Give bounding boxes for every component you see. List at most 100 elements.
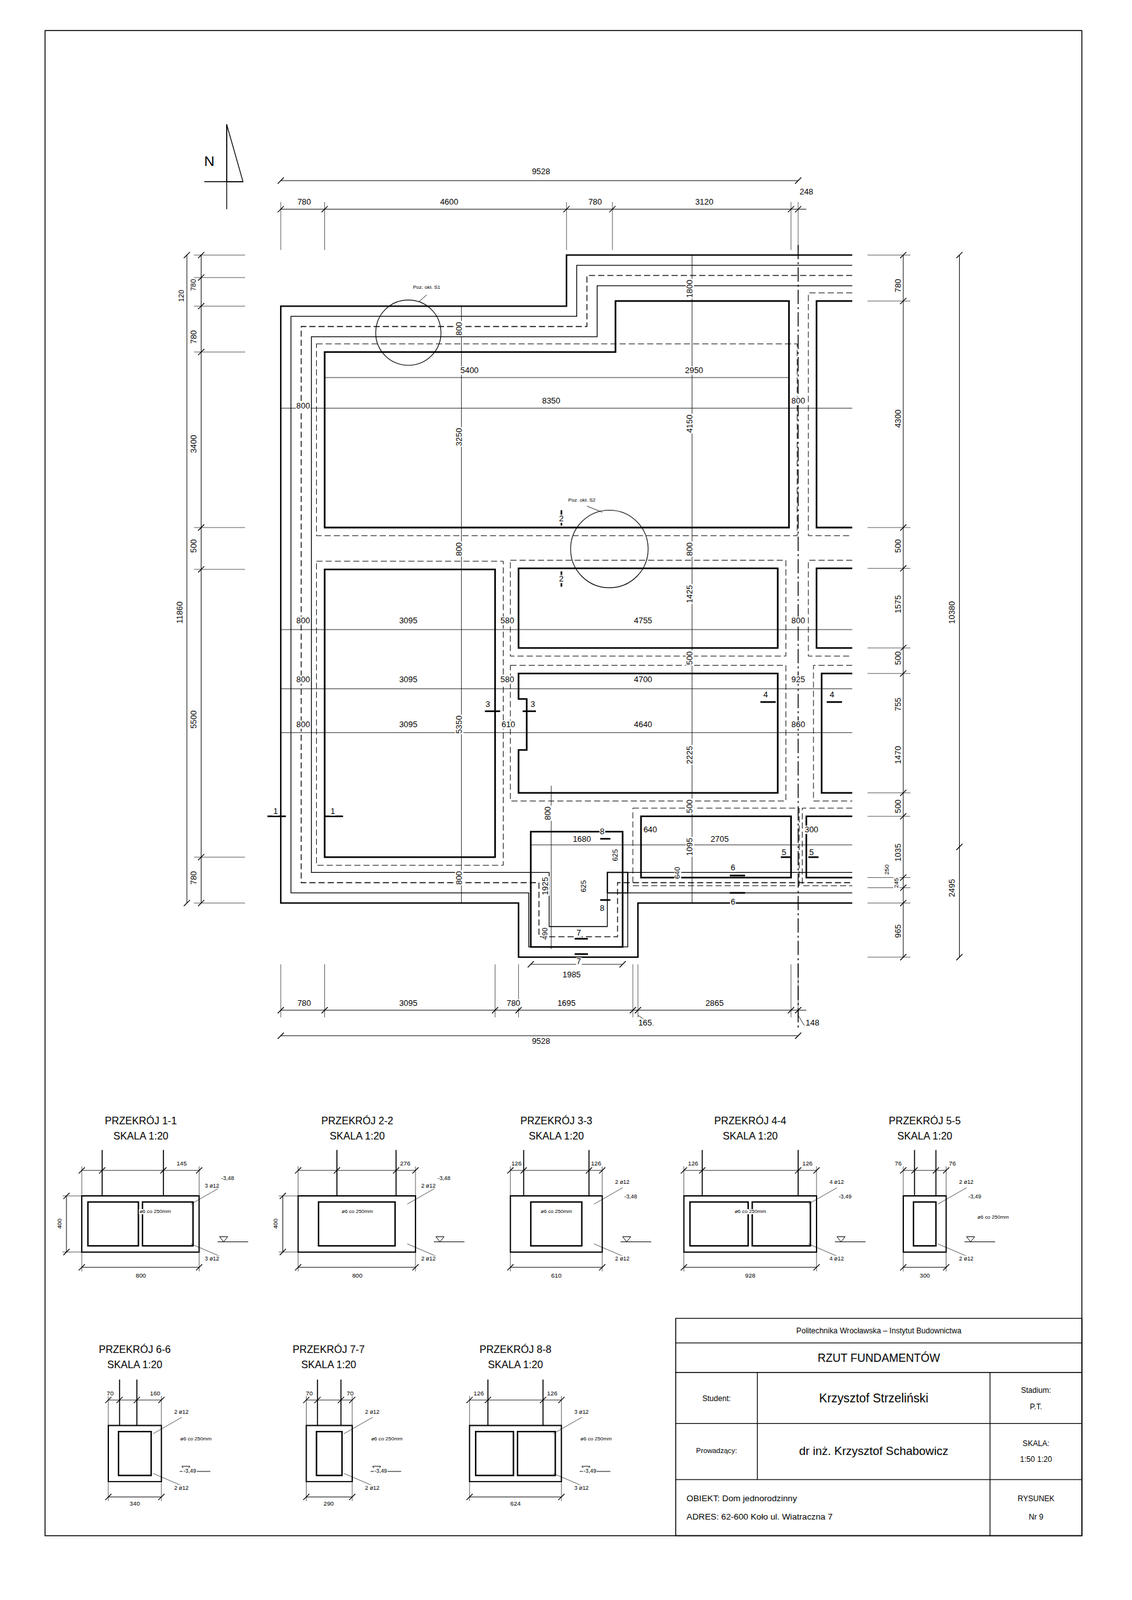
drawing-title: RZUT FUNDAMENTÓW bbox=[817, 1353, 941, 1365]
dimension-text: 780 bbox=[296, 999, 312, 1008]
drawing-label: 4 ø12 bbox=[828, 1255, 845, 1262]
dimension-text: 3095 bbox=[398, 720, 419, 730]
dimension-text: 11860 bbox=[175, 600, 184, 624]
dimension-text: 490 bbox=[541, 927, 549, 941]
drawing-label: 4 bbox=[829, 691, 835, 700]
dimension-text: 2705 bbox=[710, 834, 730, 844]
dimension-text: 500 bbox=[894, 538, 903, 554]
dimension-text: 1425 bbox=[686, 584, 695, 604]
dimension-text: 76 bbox=[894, 1160, 903, 1167]
drawing-label: SKALA 1:20 bbox=[722, 1130, 779, 1141]
drawing-label: 2 ø12 bbox=[364, 1485, 381, 1492]
drawing-label: 1 bbox=[273, 807, 279, 816]
dimension-text: 4755 bbox=[633, 616, 654, 625]
drawing-label: -3,49 bbox=[838, 1193, 853, 1200]
dimension-text: 1925 bbox=[540, 876, 550, 896]
dimension-text: 126 bbox=[687, 1160, 699, 1167]
dimension-text: 860 bbox=[790, 720, 806, 730]
dimension-text: 5350 bbox=[455, 715, 464, 735]
dimension-text: 10380 bbox=[948, 600, 957, 625]
drawing-label: SKALA 1:20 bbox=[528, 1130, 585, 1141]
drawing-label: ø6 co 250mm bbox=[138, 1209, 172, 1215]
dimension-text: 3095 bbox=[398, 675, 419, 685]
dimension-text: 1470 bbox=[894, 745, 903, 766]
drawing-label: 3 bbox=[485, 699, 491, 709]
dimension-text: 3250 bbox=[455, 426, 464, 447]
dimension-text: 1985 bbox=[561, 970, 582, 979]
drawing-label: SKALA 1:20 bbox=[300, 1359, 357, 1370]
dimension-text: 1695 bbox=[556, 999, 577, 1008]
drawing-label: PRZEKRÓJ 3-3 bbox=[519, 1115, 593, 1126]
drawing-label: 2 ø12 bbox=[614, 1179, 631, 1186]
dimension-text: 148 bbox=[805, 1018, 821, 1027]
dimension-text: 800 bbox=[544, 806, 553, 822]
dimension-text: 300 bbox=[919, 1272, 931, 1279]
dimension-text: 160 bbox=[149, 1390, 161, 1397]
dimension-text: 800 bbox=[455, 321, 464, 337]
dimension-text: 126 bbox=[473, 1390, 485, 1397]
dimension-text: 780 bbox=[506, 999, 522, 1008]
dimension-text: 1680 bbox=[572, 834, 592, 844]
drawing-label: 2 bbox=[558, 514, 565, 523]
drawing-label: Nr 9 bbox=[1028, 1512, 1044, 1521]
dimension-text: 4600 bbox=[439, 198, 460, 207]
drawing-label: 5 bbox=[808, 848, 815, 857]
dimension-text: 3095 bbox=[398, 999, 419, 1008]
dimension-text: 300 bbox=[803, 826, 820, 835]
dimension-text: 1575 bbox=[894, 594, 903, 615]
drawing-label: 4 bbox=[762, 691, 769, 700]
drawing-label: 1 bbox=[330, 807, 336, 816]
dimension-text: 8350 bbox=[541, 397, 562, 406]
dimension-text: 755 bbox=[894, 696, 903, 713]
drawing-label: 2 ø12 bbox=[420, 1183, 437, 1190]
dimension-text: 610 bbox=[501, 720, 517, 730]
dimension-text: 780 bbox=[296, 198, 312, 207]
drawing-label: PRZEKRÓJ 1-1 bbox=[104, 1115, 179, 1126]
dimension-text: 500 bbox=[686, 651, 695, 667]
dimension-text: 780 bbox=[894, 278, 903, 294]
dimension-text: 290 bbox=[323, 1500, 335, 1508]
dimension-text: 800 bbox=[295, 675, 312, 685]
drawing-label: OBIEKT: Dom jednorodzinny bbox=[686, 1494, 798, 1504]
drawing-label: 2 ø12 bbox=[958, 1255, 975, 1262]
drawing-label: SKALA 1:20 bbox=[106, 1359, 163, 1370]
drawing-label: SKALA: bbox=[1021, 1439, 1050, 1447]
drawing-label: PRZEKRÓJ 7-7 bbox=[292, 1344, 366, 1355]
drawing-label: ø6 co 250mm bbox=[976, 1214, 1010, 1221]
dimension-text: 1095 bbox=[686, 837, 695, 858]
dimension-text: 9528 bbox=[531, 167, 552, 176]
dimension-text: 76 bbox=[948, 1160, 957, 1167]
dimension-text: 500 bbox=[894, 798, 903, 815]
drawing-label: ø6 co 250mm bbox=[579, 1436, 612, 1442]
dimension-text: 780 bbox=[190, 870, 199, 886]
dimension-text: 640 bbox=[642, 826, 659, 835]
dimension-text: 145 bbox=[176, 1160, 188, 1167]
drawing-label: -3,49 bbox=[582, 1468, 597, 1475]
drawing-label: 6 bbox=[729, 863, 736, 872]
dimension-text: 248 bbox=[798, 187, 815, 196]
drawing-label: 2 ø12 bbox=[364, 1408, 381, 1415]
dimension-text: 126 bbox=[510, 1160, 522, 1167]
dimension-text: 245 bbox=[893, 877, 900, 889]
drawing-label: Stadium: bbox=[1020, 1386, 1053, 1395]
drawing-label: Krzysztof Strzeliński bbox=[818, 1392, 930, 1405]
drawing-label: 2 ø12 bbox=[173, 1485, 190, 1492]
drawing-label: Politechnika Wrocławska – Instytut Budow… bbox=[795, 1327, 963, 1335]
dimension-text: 250 bbox=[883, 864, 891, 876]
drawing-label: 2 ø12 bbox=[173, 1408, 190, 1415]
dimension-text: 640 bbox=[674, 865, 681, 880]
drawing-label: ø6 co 250mm bbox=[179, 1436, 213, 1442]
dimension-text: 5500 bbox=[190, 710, 199, 730]
dimension-text: 4700 bbox=[633, 675, 654, 685]
dimension-text: 70 bbox=[305, 1390, 314, 1397]
drawing-label: SKALA 1:20 bbox=[112, 1130, 170, 1141]
dimension-text: 2495 bbox=[948, 878, 957, 899]
drawing-label: 2 ø12 bbox=[614, 1255, 631, 1262]
dimension-text: 4300 bbox=[894, 408, 903, 429]
dimension-text: 500 bbox=[686, 798, 695, 815]
dimension-text: 780 bbox=[190, 329, 199, 345]
dimension-text: 580 bbox=[499, 616, 516, 625]
dimension-text: 165 bbox=[637, 1018, 654, 1027]
